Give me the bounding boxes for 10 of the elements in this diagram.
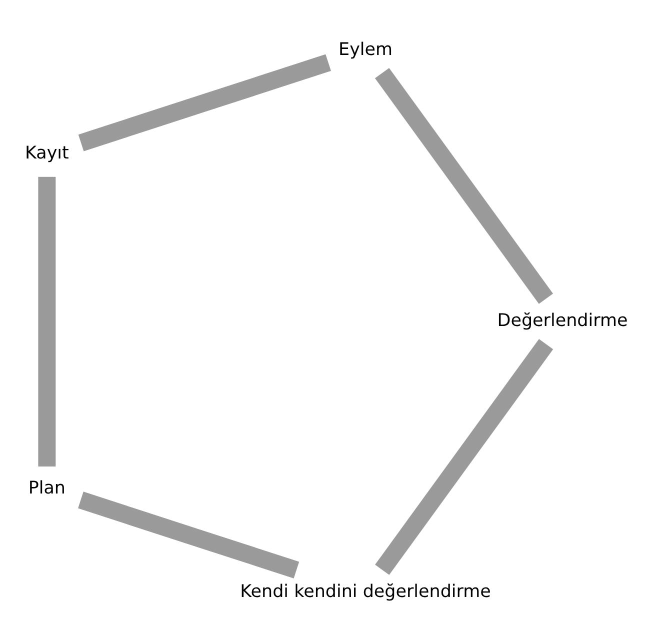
connector — [38, 176, 56, 466]
node-text: Değerlendirme — [497, 310, 628, 331]
connector — [78, 54, 331, 151]
node-text: Plan — [28, 478, 66, 498]
connector — [375, 338, 554, 574]
connector — [78, 491, 300, 578]
node-text: Eylem — [338, 40, 393, 60]
node-text: Kayıt — [24, 143, 69, 164]
node-text: Kendi kendini değerlendirme — [240, 582, 491, 602]
connector — [374, 67, 554, 304]
